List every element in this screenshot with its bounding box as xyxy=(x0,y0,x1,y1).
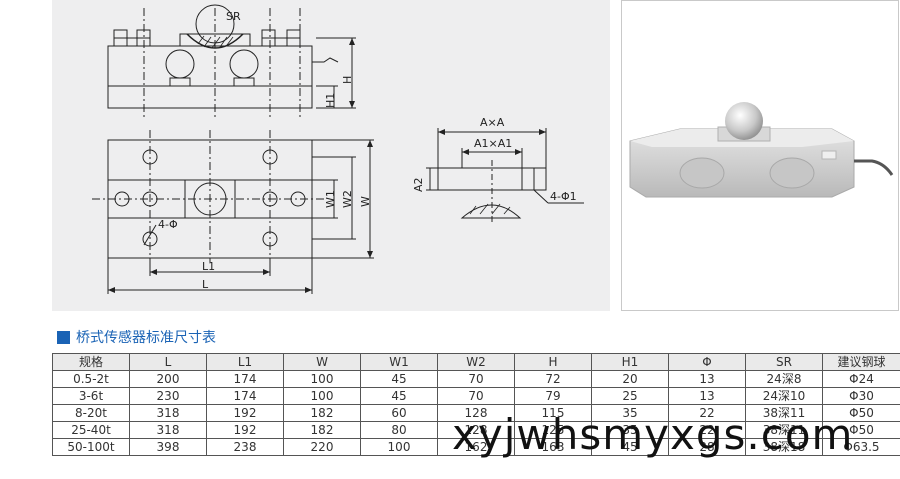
label-a2: A2 xyxy=(412,177,425,192)
table-cell: 182 xyxy=(283,404,361,422)
header-spec: 规格 xyxy=(52,353,130,371)
label-4phi: 4-Φ xyxy=(158,218,178,231)
table-cell: 182 xyxy=(283,421,361,439)
table-cell: 3-6t xyxy=(52,387,130,405)
table-row: 3-6t 230 174 100 45 70 79 25 13 24深10 Φ3… xyxy=(52,387,900,405)
header-w2: W2 xyxy=(437,353,515,371)
table-cell: 318 xyxy=(129,421,207,439)
table-cell: 38深11 xyxy=(745,404,823,422)
table-cell: 100 xyxy=(283,387,361,405)
table-cell: 162 xyxy=(437,438,515,456)
spec-table: 规格 L L1 W W1 W2 H H1 Φ SR 建议钢球 0.5-2t 20… xyxy=(52,353,900,456)
table-cell: 163 xyxy=(514,438,592,456)
table-cell: 45 xyxy=(591,438,669,456)
table-cell: 238 xyxy=(206,438,284,456)
table-cell: 398 xyxy=(129,438,207,456)
header-ball: 建议钢球 xyxy=(822,353,900,371)
table-cell: 13 xyxy=(668,370,746,388)
table-cell: 60 xyxy=(360,404,438,422)
product-photo xyxy=(621,0,899,311)
table-cell: 72 xyxy=(514,370,592,388)
table-cell: 220 xyxy=(283,438,361,456)
table-cell: 128 xyxy=(437,421,515,439)
table-row: 25-40t 318 192 182 80 128 125 35 22 38深1… xyxy=(52,421,900,439)
table-cell: 45 xyxy=(360,370,438,388)
watermark-text: xyjwhsmyxgs.com xyxy=(452,410,854,459)
table-cell: 174 xyxy=(206,370,284,388)
table-cell: 38深18 xyxy=(745,438,823,456)
heading-marker xyxy=(57,330,70,344)
label-axa: A×A xyxy=(480,116,505,129)
table-cell: 0.5-2t xyxy=(52,370,130,388)
table-cell: 200 xyxy=(129,370,207,388)
table-cell: 25 xyxy=(591,387,669,405)
table-cell: 174 xyxy=(206,387,284,405)
label-sr: SR xyxy=(226,10,241,23)
table-cell: 100 xyxy=(360,438,438,456)
label-w2: W2 xyxy=(341,190,354,208)
table-cell: 79 xyxy=(514,387,592,405)
table-cell: Φ63.5 xyxy=(822,438,900,456)
table-cell: 45 xyxy=(360,387,438,405)
label-h: H xyxy=(341,76,354,84)
table-cell: 8-20t xyxy=(52,404,130,422)
label-w: W xyxy=(359,196,372,207)
table-cell: 20 xyxy=(591,370,669,388)
side-view-body xyxy=(107,45,313,109)
table-cell: 28 xyxy=(668,438,746,456)
drawing-svg: SR H H1 W1 W2 W L1 L 4-Φ A×A A1×A1 A2 4-… xyxy=(92,4,584,294)
heading-title: 桥式传感器标准尺寸表 xyxy=(76,330,216,346)
section-heading: 桥式传感器标准尺寸表 xyxy=(57,328,216,346)
table-cell: 70 xyxy=(437,387,515,405)
table-cell: 50-100t xyxy=(52,438,130,456)
table-cell: 25-40t xyxy=(52,421,130,439)
header-h1: H1 xyxy=(591,353,669,371)
technical-drawing: SR H H1 W1 W2 W L1 L 4-Φ A×A A1×A1 A2 4-… xyxy=(52,0,610,311)
table-cell: 24深8 xyxy=(745,370,823,388)
table-cell: 24深10 xyxy=(745,387,823,405)
table-cell: 192 xyxy=(206,404,284,422)
table-cell: 192 xyxy=(206,421,284,439)
label-4phi1: 4-Φ1 xyxy=(550,190,577,203)
header-phi: Φ xyxy=(668,353,746,371)
table-cell: Φ24 xyxy=(822,370,900,388)
table-row: 50-100t 398 238 220 100 162 163 45 28 38… xyxy=(52,438,900,456)
header-h: H xyxy=(514,353,592,371)
table-cell: 35 xyxy=(591,421,669,439)
table-row: 0.5-2t 200 174 100 45 70 72 20 13 24深8 Φ… xyxy=(52,370,900,388)
table-cell: 13 xyxy=(668,387,746,405)
header-l1: L1 xyxy=(206,353,284,371)
header-w: W xyxy=(283,353,361,371)
label-h1: H1 xyxy=(324,93,337,108)
table-cell: 318 xyxy=(129,404,207,422)
label-l: L xyxy=(202,278,209,291)
label-l1: L1 xyxy=(202,260,215,273)
table-cell: 100 xyxy=(283,370,361,388)
table-cell: 38深11 xyxy=(745,421,823,439)
table-row: 8-20t 318 192 182 60 128 115 35 22 38深11… xyxy=(52,404,900,422)
header-l: L xyxy=(129,353,207,371)
table-cell: 70 xyxy=(437,370,515,388)
table-cell: 230 xyxy=(129,387,207,405)
load-cell-illustration xyxy=(629,102,894,198)
table-header-row: 规格 L L1 W W1 W2 H H1 Φ SR 建议钢球 xyxy=(52,353,900,371)
table-cell: Φ30 xyxy=(822,387,900,405)
header-sr: SR xyxy=(745,353,823,371)
end-view-groove xyxy=(460,204,522,219)
label-a1xa1: A1×A1 xyxy=(474,137,512,150)
table-cell: 80 xyxy=(360,421,438,439)
header-w1: W1 xyxy=(360,353,438,371)
label-w1: W1 xyxy=(324,190,337,208)
